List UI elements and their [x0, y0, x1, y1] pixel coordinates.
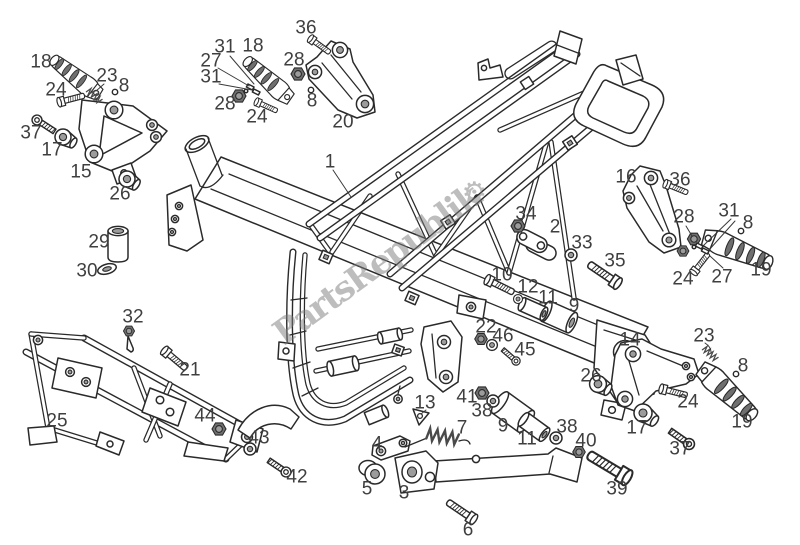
footpeg-19-lower [691, 357, 764, 427]
screw-37-a [29, 112, 58, 137]
bolt-24-b [252, 96, 280, 116]
clip-8-c [737, 227, 745, 235]
footpeg-bracket-16 [622, 165, 682, 254]
clip-8-a [111, 88, 119, 96]
screw-45 [499, 345, 523, 368]
washer-43 [243, 442, 257, 456]
stand-spring [424, 426, 461, 447]
footpeg-19-upper [697, 224, 778, 276]
bolt-21 [158, 344, 191, 374]
washer-46 [485, 338, 499, 352]
bushing-17-left [54, 128, 78, 149]
washer-12 [512, 293, 524, 305]
bolt-24-c [688, 250, 713, 278]
nut-28-d [676, 245, 690, 257]
washer-38-a [486, 394, 500, 408]
footpeg-bracket-front-left-15 [78, 99, 168, 185]
spacer-11-lower [517, 411, 551, 443]
washer-30 [97, 262, 117, 276]
nut-40 [572, 446, 586, 458]
bushing-17-right [633, 403, 660, 427]
side-stand-arm [433, 447, 583, 483]
nut-44 [211, 422, 227, 436]
nut-28-b [290, 67, 306, 81]
screw-42 [265, 455, 294, 480]
clip-8-d [732, 370, 740, 378]
bushing-26-right [588, 374, 613, 397]
nut-34 [510, 219, 526, 233]
bolt-39 [582, 446, 636, 488]
leader-lines [95, 55, 736, 415]
footpeg-bracket-20 [305, 40, 376, 119]
linkage-2 [516, 228, 557, 261]
washer-33 [564, 248, 578, 262]
washer-38-b [549, 431, 563, 445]
clip-13 [412, 408, 430, 426]
side-stand-assembly [358, 408, 583, 494]
bolt-35 [584, 257, 625, 292]
nut-41 [474, 386, 490, 400]
clip-8-b [307, 86, 315, 94]
bushing-26-left [118, 170, 141, 191]
nut-22 [474, 333, 488, 345]
lower-cradle [26, 334, 300, 461]
bushings-and-spacers [54, 128, 660, 443]
spacer-29 [107, 225, 129, 263]
screw-37-b [666, 425, 698, 453]
fasteners [29, 33, 745, 527]
footpeg-bracket-14 [610, 338, 700, 412]
bolt-6 [443, 496, 480, 527]
bolt-32 [122, 325, 136, 353]
footpeg-18-mid [238, 51, 298, 108]
